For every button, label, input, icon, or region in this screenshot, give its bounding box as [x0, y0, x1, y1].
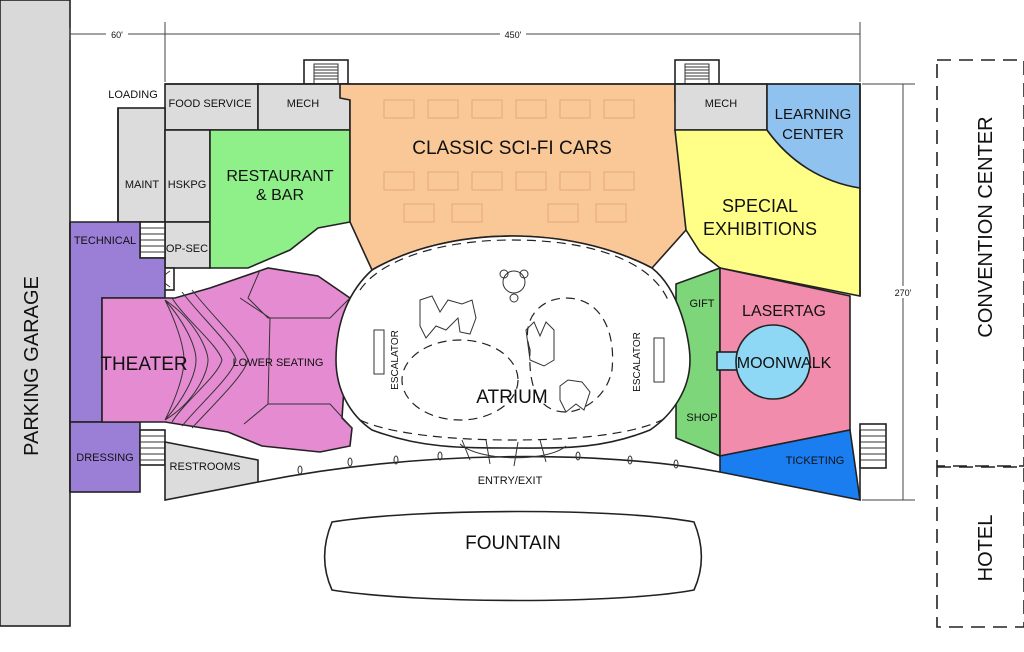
mech-left-label: MECH [287, 98, 319, 110]
entry-exit-label: ENTRY/EXIT [478, 475, 543, 487]
parking-garage-label: PARKING GARAGE [21, 276, 43, 456]
hotel-block [936, 466, 1024, 628]
dimension-270: 270' [862, 83, 915, 501]
dimension-60-label: 60' [111, 30, 123, 40]
lasertag-label: LASERTAG [742, 303, 826, 320]
restrooms-label: RESTROOMS [170, 461, 241, 473]
gift-label: GIFT [689, 298, 714, 310]
theater-label: THEATER [100, 354, 187, 375]
stair-dressing [139, 429, 166, 466]
special-label-line1: SPECIAL [722, 196, 798, 216]
fountain-label: FOUNTAIN [465, 533, 561, 554]
escalator-right-shape [653, 337, 665, 383]
shop-label: SHOP [686, 412, 717, 424]
restaurant-label-line1: RESTAURANT [226, 168, 333, 185]
lower-seating-label: LOWER SEATING [233, 357, 324, 369]
technical-label: TECHNICAL [74, 235, 136, 247]
dressing-room: DRESSING [69, 421, 141, 493]
dressing-label: DRESSING [76, 452, 133, 464]
entry-canopy: ENTRY/EXIT [257, 439, 721, 487]
special-label-line2: EXHIBITIONS [703, 219, 817, 239]
fountain: FOUNTAIN [323, 510, 703, 602]
mech-right-label: MECH [705, 98, 737, 110]
dimension-60: 60' [69, 22, 166, 82]
building-walls [69, 83, 861, 500]
escalator-right-label: ESCALATOR [632, 332, 643, 392]
stair-top-left [303, 59, 349, 85]
hotel-label: HOTEL [975, 515, 997, 582]
mech-room-right: MECH [674, 83, 768, 131]
learning-label-line1: LEARNING [775, 106, 852, 123]
ticketing-room: TICKETING [719, 429, 861, 502]
op-sec-room: OP-SEC [164, 221, 211, 269]
stair-op-sec [139, 221, 166, 259]
escalator-left-shape [373, 329, 385, 375]
special-exhibitions-room: SPECIAL EXHIBITIONS [674, 129, 861, 297]
hskpg-room: HSKPG [164, 129, 211, 223]
food-service-room: FOOD SERVICE [164, 83, 259, 131]
learning-label-line2: CENTER [782, 126, 844, 143]
restaurant-label-line2: & BAR [256, 187, 304, 204]
dimension-450: 450' [165, 22, 861, 82]
dimension-270-label: 270' [895, 288, 912, 298]
atrium-area: ESCALATOR ESCALATOR ATRIUM [335, 235, 691, 449]
escalator-left-label: ESCALATOR [390, 330, 401, 390]
op-sec-label: OP-SEC [166, 243, 208, 255]
moonwalk-label: MOONWALK [737, 355, 832, 372]
stair-right [859, 423, 887, 469]
ticketing-label: TICKETING [786, 455, 845, 467]
loading-label: LOADING [108, 89, 158, 101]
convention-center-label: CONVENTION CENTER [975, 116, 997, 337]
moonwalk-room: MOONWALK [716, 324, 832, 400]
maint-label: MAINT [125, 179, 160, 191]
mech-room-left: MECH [257, 83, 351, 131]
convention-center-block [936, 59, 1024, 467]
classic-scifi-label: CLASSIC SCI-FI CARS [412, 138, 612, 159]
theater-room: THEATER LOWER SEATING [100, 267, 353, 453]
theater-seating-rows [164, 289, 249, 429]
atrium-label: ATRIUM [476, 387, 547, 408]
food-service-label: FOOD SERVICE [169, 98, 252, 110]
restrooms-room: RESTROOMS [164, 441, 259, 501]
dimension-450-label: 450' [505, 30, 522, 40]
restaurant-bar-room: RESTAURANT & BAR [209, 129, 351, 269]
maint-room: MAINT [117, 107, 166, 223]
stair-top-right [674, 59, 720, 85]
hskpg-label: HSKPG [168, 179, 207, 191]
